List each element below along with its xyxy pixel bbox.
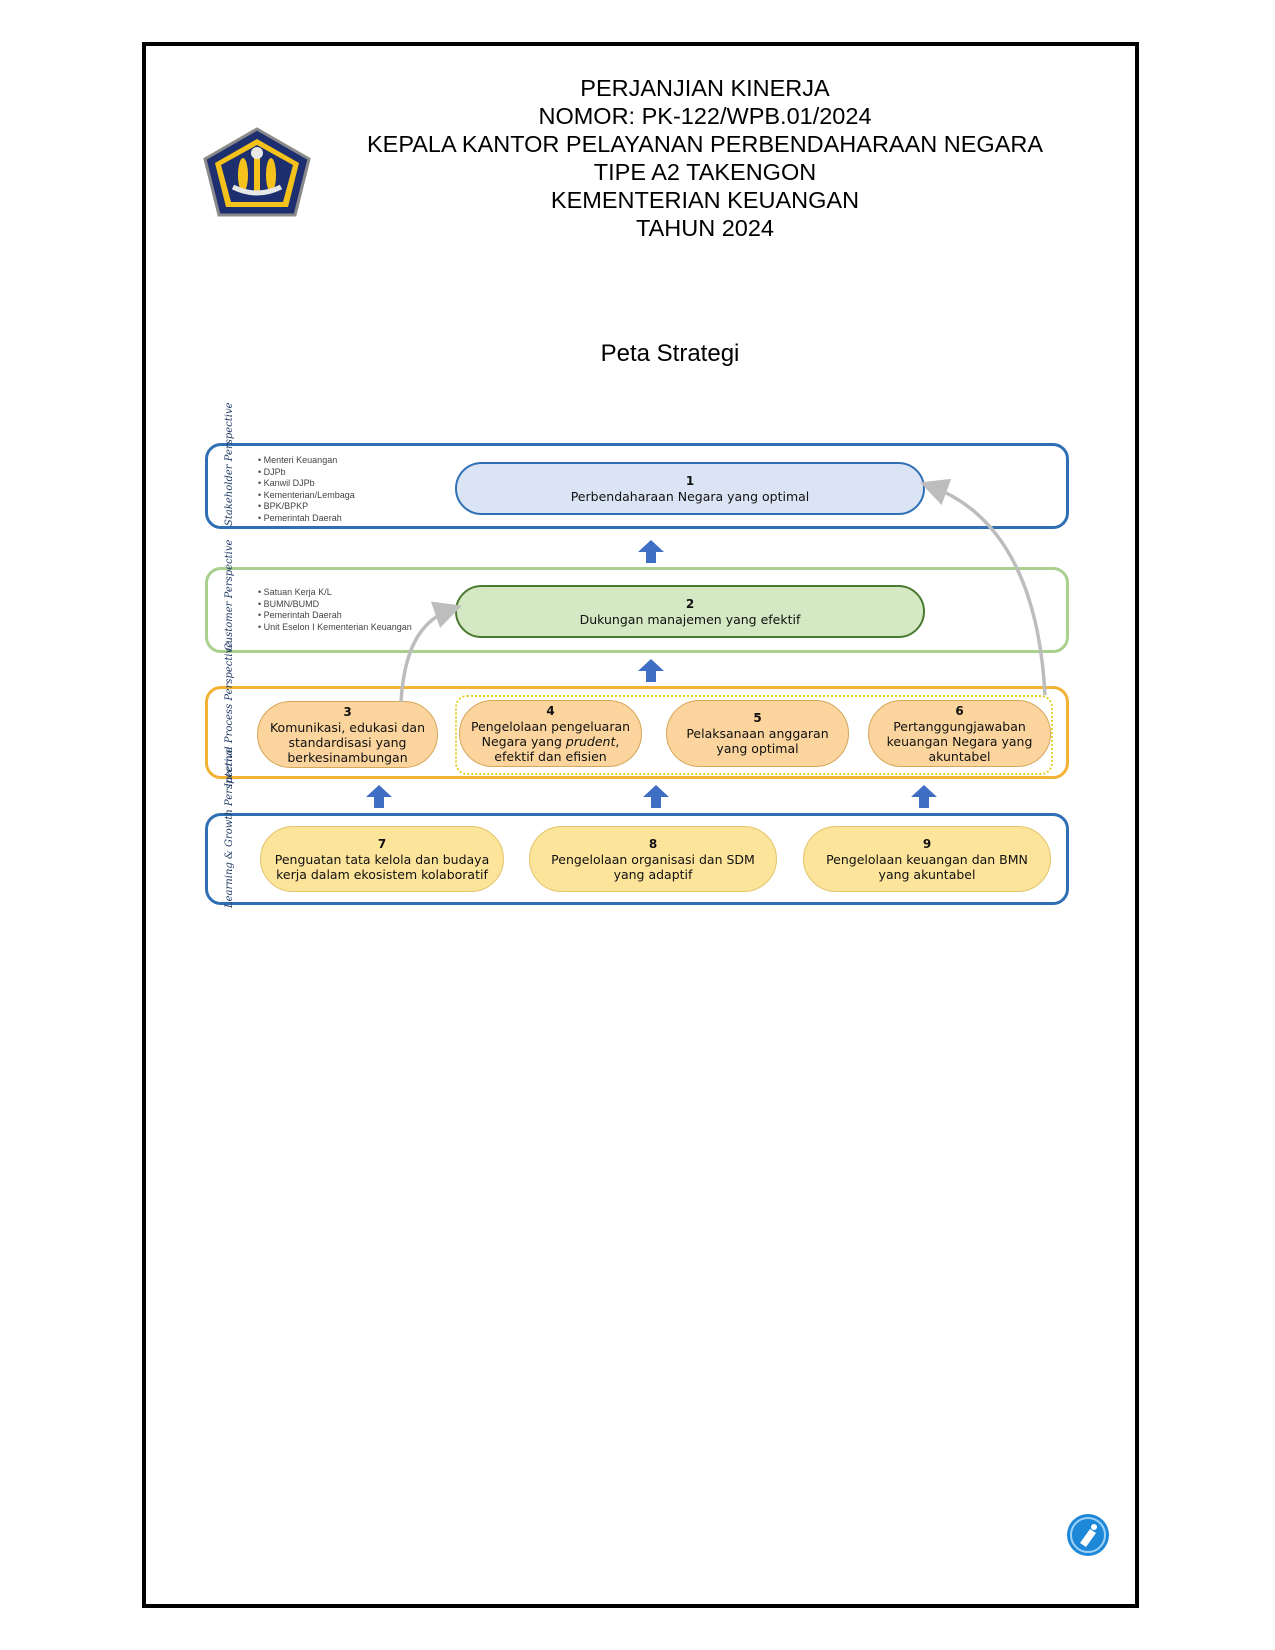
objective-3-number: 3 — [343, 704, 352, 719]
kemenkeu-logo — [203, 127, 311, 217]
objective-3: 3 Komunikasi, edukasi dan standardisasi … — [257, 701, 438, 768]
customer-band — [205, 567, 1069, 653]
header-line-1: PERJANJIAN KINERJA — [580, 75, 830, 101]
header-line-5: KEMENTERIAN KEUANGAN — [550, 187, 860, 213]
customer-label: Customer Perspective — [224, 539, 235, 651]
document-header: PERJANJIAN KINERJA NOMOR: PK-122/WPB.01/… — [310, 74, 1100, 242]
objective-7-text: Penguatan tata kelola dan budaya kerja d… — [274, 851, 490, 882]
objective-6-number: 6 — [955, 703, 964, 718]
objective-1-text: Perbendaharaan Negara yang optimal — [570, 488, 810, 504]
customer-list: • Satuan Kerja K/L • BUMN/BUMD • Pemerin… — [258, 587, 412, 632]
objective-2: 2 Dukungan manajemen yang efektif — [455, 585, 925, 638]
objective-9: 9 Pengelolaan keuangan dan BMN yang akun… — [803, 826, 1051, 892]
objective-5-text: Pelaksanaan anggaran yang optimal — [686, 726, 829, 756]
objective-3-text: Komunikasi, edukasi dan standardisasi ya… — [269, 719, 426, 765]
internal-process-band — [205, 686, 1069, 779]
objective-9-number: 9 — [922, 836, 932, 851]
objective-9-text: Pengelolaan keuangan dan BMN yang akunta… — [826, 851, 1028, 882]
stakeholder-list: • Menteri Keuangan • DJPb • Kanwil DJPb … — [258, 455, 355, 523]
objective-8: 8 Pengelolaan organisasi dan SDM yang ad… — [529, 826, 777, 892]
objective-1-number: 1 — [685, 473, 695, 488]
pen-nib-icon — [1067, 1514, 1109, 1556]
objective-6: 6 Pertanggungjawaban keuangan Negara yan… — [868, 700, 1051, 767]
objective-group-outline — [455, 695, 1053, 775]
objective-2-number: 2 — [685, 596, 695, 611]
strategy-map-title: Peta Strategi — [600, 340, 740, 367]
objective-4-number: 4 — [546, 703, 555, 718]
learning-growth-band — [205, 813, 1069, 905]
objective-8-number: 8 — [648, 836, 658, 851]
objective-7-number: 7 — [377, 836, 387, 851]
page-frame — [142, 42, 1139, 1608]
learning-growth-label: Learning & Growth Perspective — [224, 747, 235, 908]
objective-7: 7 Penguatan tata kelola dan budaya kerja… — [260, 826, 504, 892]
objective-6-text: Pertanggungjawaban keuangan Negara yang … — [886, 718, 1033, 764]
objective-8-text: Pengelolaan organisasi dan SDM yang adap… — [551, 851, 755, 882]
header-line-2: NOMOR: PK-122/WPB.01/2024 — [538, 103, 872, 129]
stakeholder-label: Stakeholder Perspective — [224, 402, 235, 526]
objective-4: 4 Pengelolaan pengeluaran Negara yang pr… — [459, 700, 642, 767]
objective-2-text: Dukungan manajemen yang efektif — [579, 611, 801, 627]
objective-5: 5 Pelaksanaan anggaran yang optimal — [666, 700, 849, 767]
header-line-3: KEPALA KANTOR PELAYANAN PERBENDAHARAAN N… — [366, 131, 1044, 157]
objective-4-text: Pengelolaan pengeluaran Negara yang prud… — [470, 718, 631, 764]
stakeholder-band — [205, 443, 1069, 529]
header-line-4: TIPE A2 TAKENGON — [593, 159, 817, 185]
header-line-6: TAHUN 2024 — [635, 215, 774, 241]
objective-1: 1 Perbendaharaan Negara yang optimal — [455, 462, 925, 515]
objective-5-number: 5 — [753, 711, 762, 725]
